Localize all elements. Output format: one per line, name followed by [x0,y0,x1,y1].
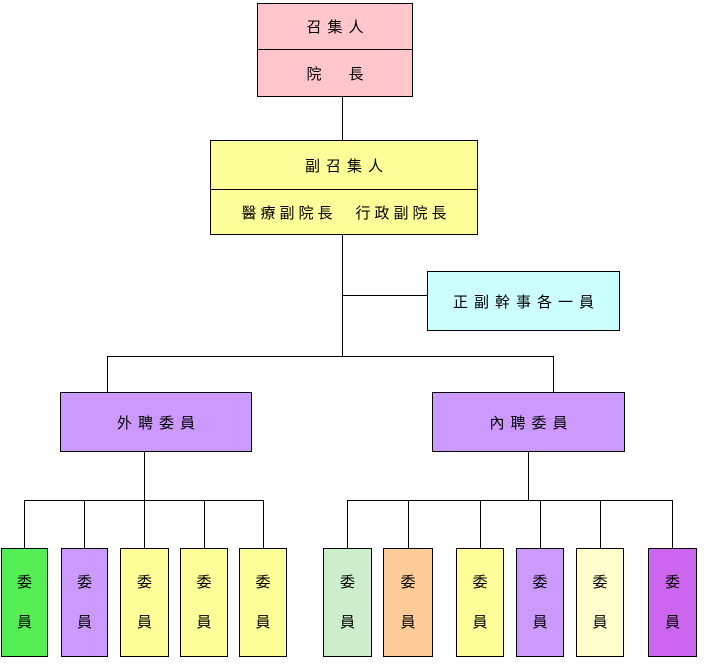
member-box-right-4: 委 員 [516,548,564,657]
connector-external-stem [144,452,145,500]
member-char: 委 [664,572,680,591]
connector-left-stub-3 [144,500,145,548]
connector-right-stub-4 [540,500,541,548]
member-char: 委 [255,572,271,591]
member-char: 委 [339,572,355,591]
deputy-convener-title: 副召集人 [211,141,477,190]
connector-main-split [107,356,554,357]
connector-right-stub-6 [672,500,673,548]
member-char: 員 [339,613,355,632]
internal-members-label: 內聘委員 [489,413,574,432]
connector-internal-stem [528,452,529,500]
connector-right-stub-1 [347,500,348,548]
convener-title: 召集人 [258,4,412,50]
member-box-left-2: 委 員 [61,548,108,657]
convener-box: 召集人 院 長 [257,3,413,97]
member-char: 委 [532,572,548,591]
member-box-right-3: 委 員 [456,548,504,657]
member-box-left-4: 委 員 [180,548,228,657]
secretary-box: 正副幹事各一員 [427,271,620,331]
member-char: 員 [16,613,32,632]
member-char: 員 [664,613,680,632]
member-box-right-6: 委 員 [648,548,697,657]
connector-external-drop [107,356,108,393]
member-char: 委 [16,572,32,591]
member-char: 員 [136,613,152,632]
external-members-box: 外聘委員 [60,392,252,452]
member-char: 委 [400,572,416,591]
connector-left-stub-5 [263,500,264,548]
connector-right-split [347,500,673,501]
member-char: 員 [532,613,548,632]
member-char: 員 [196,613,212,632]
member-char: 員 [255,613,271,632]
member-char: 員 [592,613,608,632]
convener-subtitle: 院 長 [306,64,370,83]
connector-secretary-branch [343,295,427,296]
external-members-label: 外聘委員 [116,413,201,432]
member-box-left-3: 委 員 [120,548,169,657]
member-char: 員 [76,613,92,632]
deputy-convener-subtitle: 醫療副院長 行政副院長 [241,203,451,222]
connector-internal-drop [553,356,554,393]
connector-left-stub-4 [204,500,205,548]
member-box-right-2: 委 員 [383,548,433,657]
connector-left-stub-2 [84,500,85,548]
member-char: 委 [136,572,152,591]
connector-right-stub-5 [600,500,601,548]
secretary-label: 正副幹事各一員 [452,292,600,311]
member-char: 員 [400,613,416,632]
member-char: 委 [196,572,212,591]
member-box-left-5: 委 員 [239,548,287,657]
member-char: 委 [76,572,92,591]
member-box-right-1: 委 員 [323,548,372,657]
connector-convener-deputy [342,97,343,141]
member-box-right-5: 委 員 [576,548,624,657]
member-char: 委 [592,572,608,591]
deputy-convener-box: 副召集人 醫療副院長 行政副院長 [210,140,478,235]
connector-right-stub-3 [480,500,481,548]
connector-left-stub-1 [24,500,25,548]
connector-deputy-stem [342,234,343,356]
member-char: 委 [472,572,488,591]
internal-members-box: 內聘委員 [432,392,625,452]
connector-right-stub-2 [408,500,409,548]
member-box-left-1: 委 員 [1,548,48,657]
member-char: 員 [472,613,488,632]
